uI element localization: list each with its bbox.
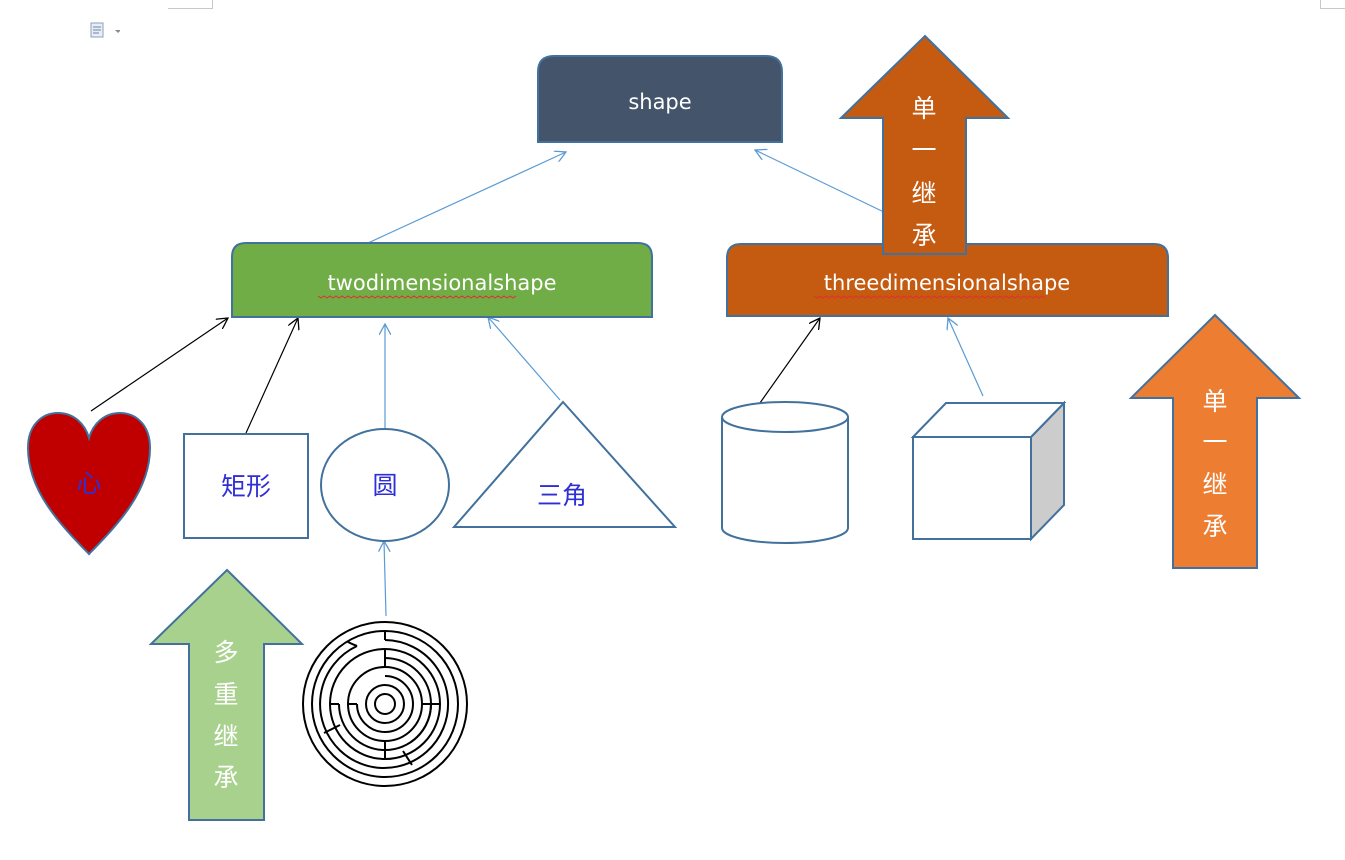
connector-cube-to-3d (948, 318, 984, 397)
rectangle-label: 矩形 (221, 472, 271, 501)
twodimensionalshape-box[interactable]: twodimensionalshape (231, 242, 653, 318)
maze-circle-shape[interactable] (302, 621, 468, 787)
single-inheritance-right-char-1: 单 (1202, 387, 1227, 416)
connector-rectangle-to-2d (245, 318, 298, 434)
twodimensionalshape-label: twodimensionalshape (327, 271, 556, 295)
connector-triangle-to-2d (488, 317, 561, 401)
connector-maze-to-circle (384, 541, 386, 617)
multiple-inheritance-char-1: 多 (213, 638, 238, 667)
multiple-inheritance-char-3: 继 (213, 722, 238, 751)
single-inheritance-top-char-2: 一 (911, 136, 936, 165)
connectors (90, 150, 984, 617)
single-inheritance-right-char-2: 一 (1202, 428, 1227, 457)
single-inheritance-right-char-4: 承 (1202, 512, 1227, 541)
shape-box[interactable]: shape (537, 55, 783, 143)
rectangle-shape[interactable]: 矩形 (183, 433, 309, 539)
single-inheritance-right-char-3: 继 (1202, 470, 1227, 499)
connector-heart-to-2d (90, 318, 228, 412)
single-inheritance-arrow-right[interactable]: 单 一 继 承 (1128, 313, 1302, 569)
paste-options-icon[interactable] (90, 22, 120, 38)
multiple-inheritance-char-2: 重 (213, 680, 238, 709)
heart-label: 心 (76, 469, 101, 498)
connector-2d-to-shape (367, 152, 566, 244)
connector-cylinder-to-3d (754, 318, 820, 411)
threedimensionalshape-label: threedimensionalshape (824, 271, 1070, 295)
circle-shape[interactable]: 圆 (320, 428, 450, 542)
multiple-inheritance-char-4: 承 (213, 763, 238, 792)
circle-label: 圆 (372, 471, 397, 500)
connector-3d-to-shape (755, 150, 889, 215)
cylinder-shape[interactable] (721, 401, 849, 544)
triangle-shape[interactable]: 三角 (451, 400, 678, 528)
cube-shape[interactable] (910, 400, 1067, 542)
single-inheritance-top-char-3: 继 (911, 179, 936, 208)
single-inheritance-arrow-top[interactable]: 单 一 继 承 (838, 34, 1011, 255)
page-corner-mark-left (168, 0, 213, 9)
single-inheritance-top-char-1: 单 (911, 94, 936, 123)
multiple-inheritance-arrow[interactable]: 多 重 继 承 (148, 568, 305, 821)
triangle-label: 三角 (537, 481, 587, 510)
shape-box-label: shape (628, 90, 691, 114)
heart-shape[interactable]: 心 (26, 411, 152, 556)
threedimensionalshape-box[interactable]: threedimensionalshape (726, 243, 1169, 317)
single-inheritance-top-char-4: 承 (911, 221, 936, 250)
page-corner-mark-right (1320, 0, 1345, 9)
